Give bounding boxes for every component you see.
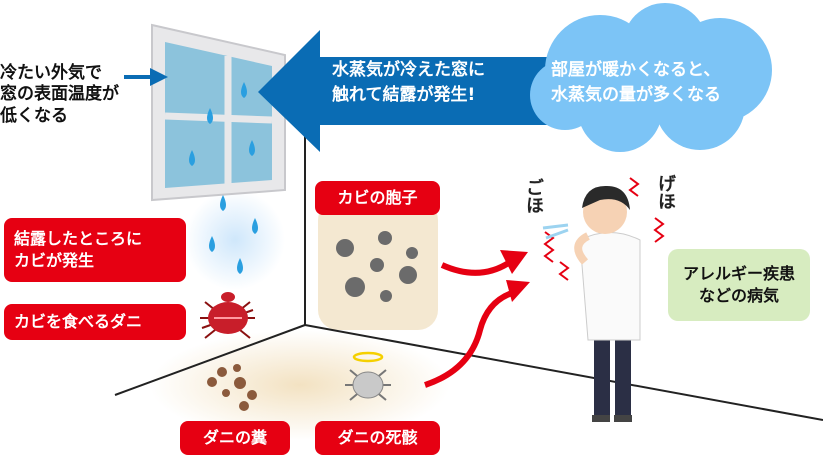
disease-line: アレルギー疾患: [682, 263, 795, 283]
mite-icon: [200, 292, 255, 339]
label-mold-spores: カビの胞子: [315, 181, 440, 215]
label-line: カビが発生: [14, 251, 95, 270]
label-mite-feces: ダニの糞: [180, 421, 290, 455]
cold-air-arrow-icon: [124, 68, 168, 86]
label-mites-eat-mold: カビを食べるダニ: [4, 304, 186, 340]
cough-text-right: げほ: [655, 174, 676, 210]
cold-air-text: 冷たい外気で 窓の表面温度が 低くなる: [0, 63, 119, 127]
label-text: カビを食べるダニ: [14, 312, 143, 332]
cold-air-line: 冷たい外気で: [0, 63, 102, 83]
cloud-text: 部屋が暖かくなると、 水蒸気の量が多くなる: [551, 58, 721, 107]
cloud-text-line: 水蒸気の量が多くなる: [551, 84, 721, 105]
dead-mite-icon: [345, 351, 391, 401]
exposure-arrows: [424, 259, 516, 388]
label-text: ダニの糞: [202, 428, 267, 448]
floor-glow: [150, 330, 450, 440]
label-text: カビの胞子: [337, 188, 418, 208]
label-mold-at-condensation: 結露したところに カビが発生: [4, 218, 186, 282]
cloud-text-line: 部屋が暖かくなると、: [551, 60, 721, 80]
arrow-text-line: 触れて結露が発生!: [332, 84, 476, 105]
cloud: [530, 3, 772, 152]
disease-line: などの病気: [698, 286, 779, 305]
disease-box: アレルギー疾患 などの病気: [668, 249, 810, 321]
cold-air-line: 低くなる: [0, 105, 68, 126]
condensation-glow: [185, 190, 285, 290]
window: [151, 23, 286, 274]
condensation-arrow-text: 水蒸気が冷えた窓に 触れて結露が発生!: [332, 58, 485, 107]
arrow-text-line: 水蒸気が冷えた窓に: [332, 60, 485, 80]
label-line: 結露したところに: [14, 229, 143, 249]
label-mite-carcass: ダニの死骸: [315, 421, 440, 455]
cold-air-line: 窓の表面温度が: [0, 84, 119, 105]
water-drops: [189, 82, 258, 274]
coughing-person: [542, 185, 641, 422]
condensation-arrow: [258, 30, 560, 152]
mold-spores: [336, 231, 418, 302]
label-text: ダニの死骸: [337, 428, 418, 448]
cough-text-left: ごほ: [523, 178, 544, 214]
mite-feces: [207, 364, 257, 411]
